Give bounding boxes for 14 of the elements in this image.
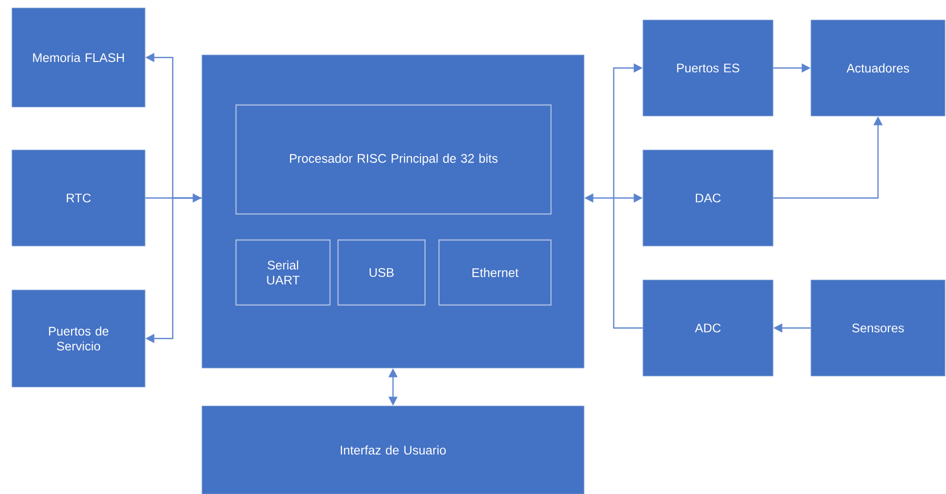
block-box: Actuadores (810, 20, 946, 116)
block-box: RTC (12, 150, 146, 246)
block-box: Interfaz de Usuario (202, 406, 584, 494)
module-box: USB (337, 239, 426, 306)
block-box: Sensores (810, 280, 946, 376)
block-box: Memoria FLASH (12, 8, 146, 108)
block-box: Puertos de Servicio (12, 290, 146, 388)
module-box: Serial UART (235, 239, 331, 306)
processor-box: Procesador RISC Principal de 32 bits (235, 104, 552, 215)
block-box: DAC (642, 150, 774, 246)
block-box: Puertos ES (642, 20, 774, 116)
block-box: ADC (642, 280, 774, 376)
arrow (613, 63, 643, 329)
module-box: Ethernet (438, 239, 552, 306)
